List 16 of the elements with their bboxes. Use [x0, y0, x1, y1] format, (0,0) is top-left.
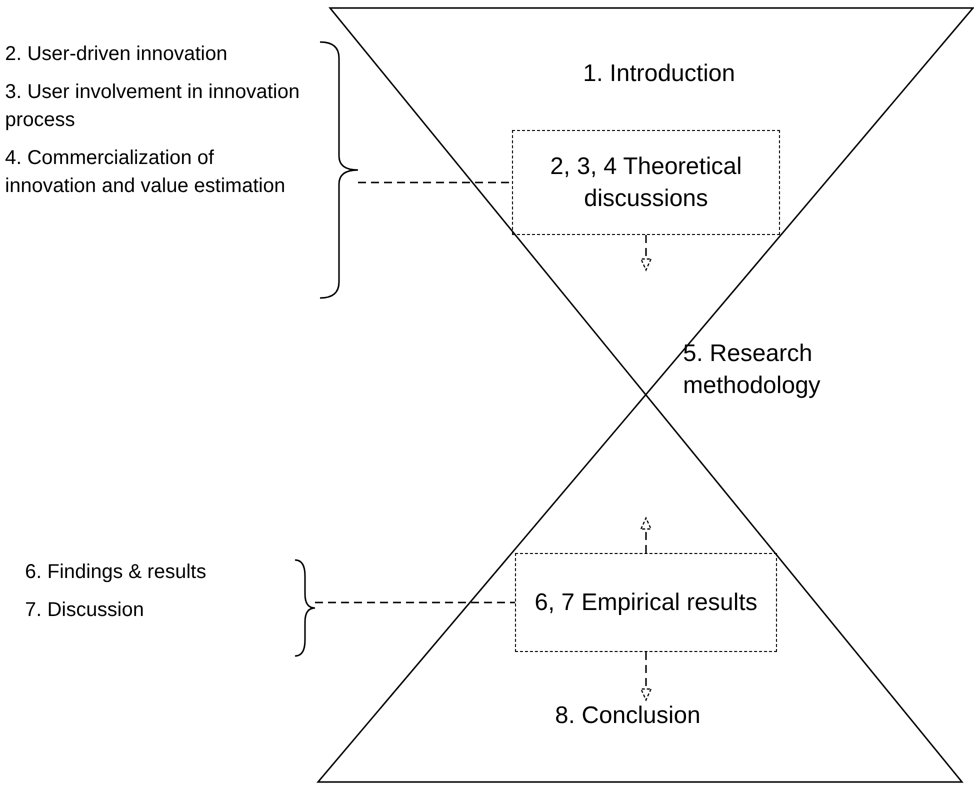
section-item: 4. Commercialization of innovation and value estimation: [5, 146, 286, 199]
section-item: 6. Findings & results: [25, 560, 208, 585]
section-item: 2. User-driven innovation: [5, 42, 228, 67]
section-label: 1. Introduction: [583, 59, 736, 89]
dashed-line: [358, 182, 512, 184]
arrow: [640, 652, 652, 701]
section-label: 8. Conclusion: [555, 700, 720, 732]
dashed-line: [315, 602, 515, 604]
arrow: [640, 235, 652, 271]
section-item: 7. Discussion: [25, 598, 145, 623]
box-title: 2, 3, 4 Theoretical discussions: [549, 152, 743, 214]
arrow: [640, 517, 652, 553]
box-title: 6, 7 Empirical results: [534, 588, 758, 618]
dashed-box: [515, 553, 777, 652]
dashed-box: [512, 130, 780, 235]
section-item: 3. User involvement in innovation process: [5, 80, 301, 133]
